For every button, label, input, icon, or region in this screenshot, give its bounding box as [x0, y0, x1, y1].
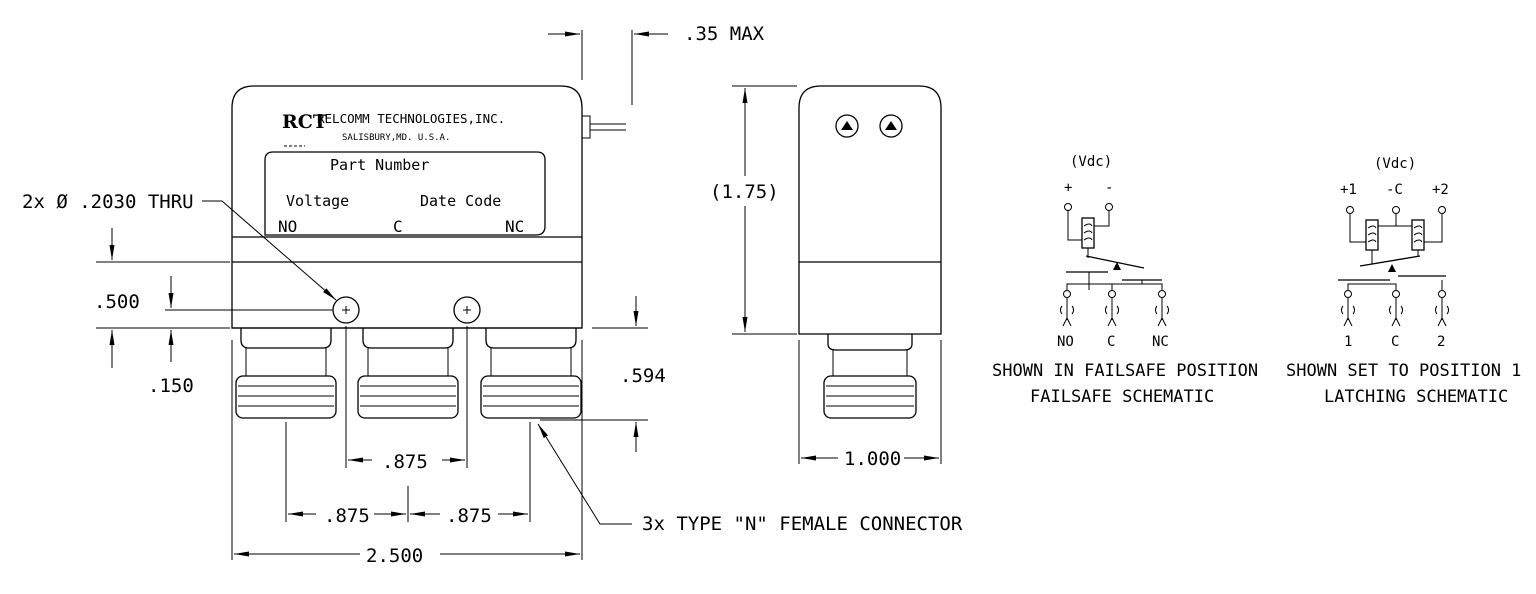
- terminal-post-icon: [879, 114, 903, 138]
- latching-plus-1: +1: [1340, 182, 1357, 198]
- max-height-dim: .35 MAX: [684, 23, 765, 45]
- connector-offset-dim: .150: [148, 375, 194, 397]
- side-view: (1.75) 1.000: [710, 85, 942, 470]
- coax-terminal-icon: [1105, 290, 1119, 327]
- connector-spacing-right-dim: .875: [446, 505, 492, 527]
- terminal-c-label: C: [393, 217, 403, 236]
- latching-caption-2: LATCHING SCHEMATIC: [1324, 387, 1508, 407]
- latching-terminal-1: 1: [1344, 334, 1352, 350]
- latching-voltage-label: (Vdc): [1374, 156, 1416, 172]
- date-code-label: Date Code: [420, 192, 501, 210]
- connector-length-dim: .594: [620, 365, 666, 387]
- overall-width-dim: 2.500: [366, 545, 423, 567]
- latching-plus-2: +2: [1432, 182, 1449, 198]
- coax-terminal-icon: [1155, 290, 1169, 327]
- front-view: RCT RELCOMM TECHNOLOGIES,INC. SALISBURY,…: [231, 85, 626, 419]
- failsafe-caption-1: SHOWN IN FAILSAFE POSITION: [992, 361, 1258, 381]
- connector-spacing-left-dim: .875: [324, 505, 370, 527]
- n-connector-side: [823, 334, 917, 419]
- part-number-label: Part Number: [330, 156, 429, 174]
- side-height-dim: (1.75): [710, 181, 779, 203]
- terminal-no-label: NO: [278, 217, 297, 236]
- n-connector: [235, 328, 337, 419]
- latching-caption-1: SHOWN SET TO POSITION 1: [1286, 361, 1521, 381]
- terminal-post-icon: [835, 114, 859, 138]
- failsafe-minus: -: [1105, 180, 1113, 196]
- coax-terminal-icon: [1435, 290, 1449, 327]
- voltage-label: Voltage: [286, 192, 349, 210]
- latching-terminal-c: C: [1391, 334, 1399, 350]
- side-body-outline: [798, 85, 942, 335]
- terminal-nc-label: NC: [505, 217, 524, 236]
- coax-terminal-icon: [1060, 290, 1074, 327]
- relay-coil-icon: [1411, 219, 1425, 251]
- relay-coil-icon: [1081, 217, 1095, 249]
- failsafe-terminal-no: NO: [1057, 334, 1074, 350]
- logo-mark: RCT: [282, 111, 327, 133]
- failsafe-plus: +: [1064, 180, 1072, 196]
- front-dimensions: .35 MAX 2x Ø .2030 THRU .500 .150 .594 .…: [22, 23, 963, 567]
- terminal-pin-body: [581, 115, 591, 139]
- side-width-dim: 1.000: [844, 448, 901, 470]
- failsafe-terminal-c: C: [1107, 334, 1115, 350]
- mounting-hole: [453, 296, 481, 324]
- relay-body-outline: [231, 85, 583, 329]
- logo-company-name: RELCOMM TECHNOLOGIES,INC.: [317, 111, 505, 126]
- hole-callout: 2x Ø .2030 THRU: [22, 191, 194, 213]
- failsafe-voltage-label: (Vdc): [1070, 154, 1112, 170]
- label-plate: [264, 151, 546, 236]
- mounting-hole: [332, 296, 360, 324]
- latching-minus-c: -C: [1386, 182, 1403, 198]
- failsafe-terminal-nc: NC: [1152, 334, 1169, 350]
- failsafe-schematic: (Vdc) + - NO C NC SHOWN IN FA: [992, 154, 1258, 407]
- latching-schematic: (Vdc) +1 -C +2 1: [1286, 156, 1521, 407]
- relay-coil-icon: [1365, 219, 1379, 251]
- latching-terminal-2: 2: [1437, 334, 1445, 350]
- connector-callout: 3x TYPE "N" FEMALE CONNECTOR: [642, 513, 963, 535]
- logo-location: SALISBURY,MD. U.S.A.: [342, 133, 450, 143]
- n-connector: [357, 328, 459, 419]
- n-connector: [480, 328, 582, 419]
- hole-spacing-dim: .875: [382, 451, 428, 473]
- failsafe-caption-2: FAILSAFE SCHEMATIC: [1030, 387, 1214, 407]
- hole-offset-dim: .500: [94, 291, 140, 313]
- coax-terminal-icon: [1389, 290, 1403, 327]
- coax-terminal-icon: [1341, 290, 1355, 327]
- company-logo: RCT RELCOMM TECHNOLOGIES,INC. SALISBURY,…: [282, 111, 505, 147]
